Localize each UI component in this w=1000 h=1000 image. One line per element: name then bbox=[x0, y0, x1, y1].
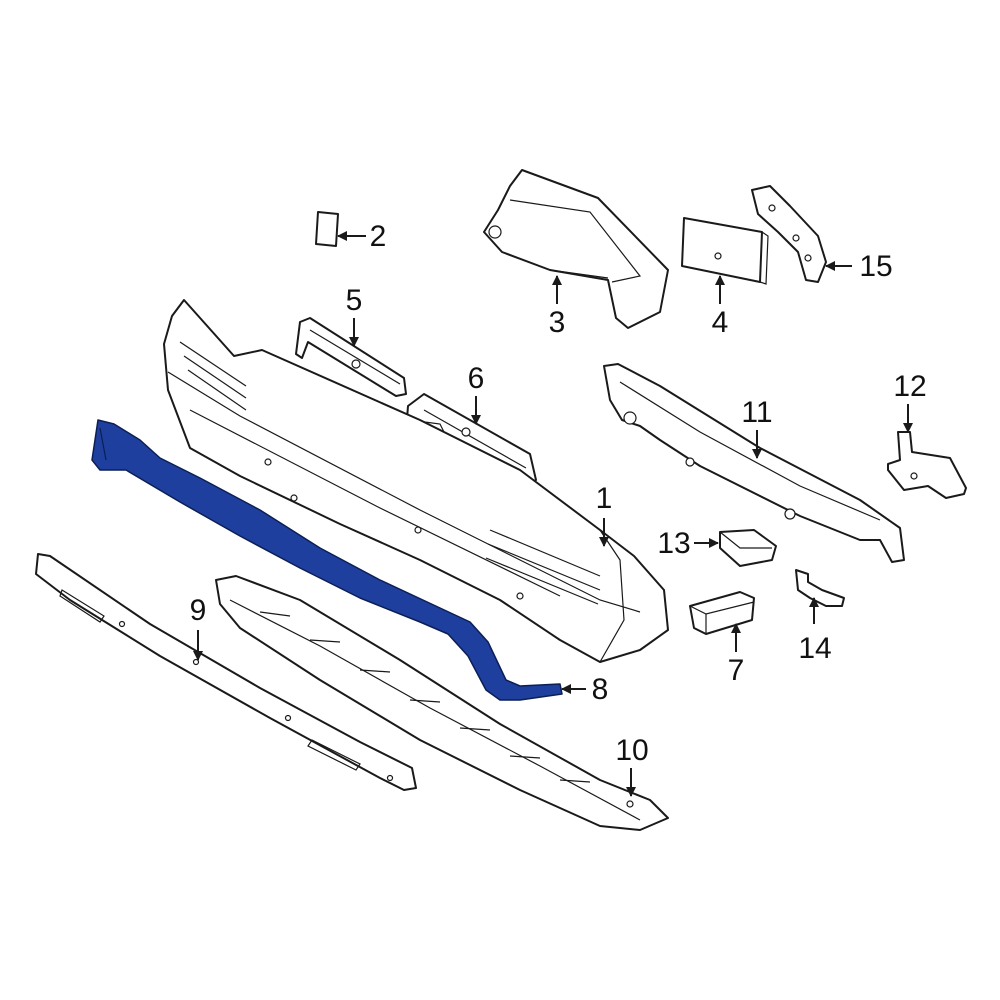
callout-8: 8 bbox=[561, 673, 609, 706]
callout-14: 14 bbox=[798, 597, 832, 665]
part-8-trim-strip bbox=[91, 419, 563, 701]
svg-text:3: 3 bbox=[549, 306, 566, 339]
callout-9: 9 bbox=[190, 594, 207, 661]
part-1-bumper-cover bbox=[163, 299, 669, 663]
callout-12: 12 bbox=[893, 370, 927, 433]
part-11-beam bbox=[603, 363, 905, 563]
callout-1: 1 bbox=[596, 482, 613, 547]
callout-6: 6 bbox=[468, 362, 485, 425]
svg-text:10: 10 bbox=[615, 734, 648, 767]
part-13-absorber bbox=[719, 529, 777, 567]
callout-11: 11 bbox=[741, 396, 773, 459]
part-7-absorber bbox=[689, 591, 755, 635]
part-2-clip bbox=[315, 211, 339, 247]
svg-text:4: 4 bbox=[712, 306, 729, 339]
part-12-bracket bbox=[887, 431, 967, 499]
callout-13: 13 bbox=[657, 527, 719, 560]
svg-text:15: 15 bbox=[859, 250, 892, 283]
part-10-skid-plate bbox=[215, 575, 669, 831]
svg-text:11: 11 bbox=[741, 396, 772, 429]
svg-text:1: 1 bbox=[596, 482, 613, 515]
part-15-bracket bbox=[751, 185, 827, 283]
callout-3: 3 bbox=[549, 275, 566, 339]
svg-text:12: 12 bbox=[893, 370, 926, 403]
svg-text:5: 5 bbox=[346, 284, 363, 317]
part-3-bracket bbox=[483, 169, 669, 329]
svg-text:14: 14 bbox=[798, 632, 831, 665]
svg-text:7: 7 bbox=[728, 654, 745, 687]
svg-text:9: 9 bbox=[190, 594, 207, 627]
part-4-plate bbox=[681, 217, 769, 285]
callout-5: 5 bbox=[346, 284, 363, 347]
callout-15: 15 bbox=[825, 250, 893, 283]
svg-text:2: 2 bbox=[370, 220, 387, 253]
callout-10: 10 bbox=[615, 734, 649, 797]
svg-text:6: 6 bbox=[468, 362, 485, 395]
callout-2: 2 bbox=[337, 220, 387, 253]
part-14-sensor bbox=[795, 569, 845, 607]
part-5-rail bbox=[295, 317, 407, 397]
callout-7: 7 bbox=[728, 623, 745, 687]
svg-text:8: 8 bbox=[592, 673, 609, 706]
svg-text:13: 13 bbox=[657, 527, 690, 560]
callout-4: 4 bbox=[712, 275, 729, 339]
